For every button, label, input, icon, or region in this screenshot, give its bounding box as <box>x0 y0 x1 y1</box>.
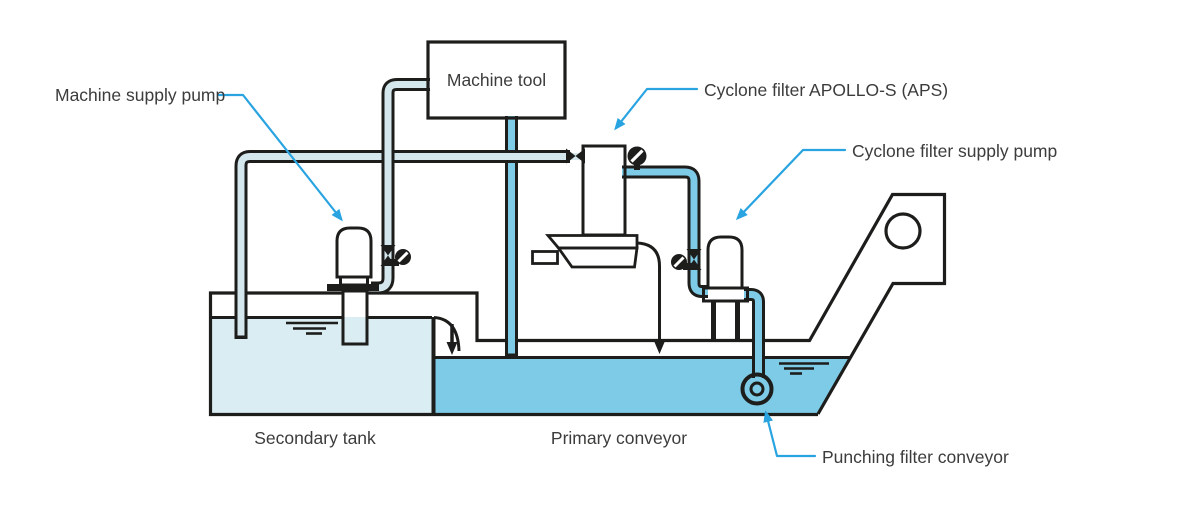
hopper-drain-flow-arrow-icon <box>636 241 665 354</box>
machine-tool-outline <box>426 40 567 120</box>
pipe-cyclone-feed-inner <box>622 168 708 295</box>
primary-conveyor-liquid <box>435 356 850 414</box>
secondary-liquid-fill <box>211 317 432 414</box>
machine-tool-label: Machine tool <box>447 70 546 90</box>
conveyor-incline <box>807 192 947 415</box>
text-labels: Machine supply pump Cyclone filter APOLL… <box>55 80 1057 467</box>
conveyor-incline-outline <box>807 192 947 415</box>
filter-tray <box>544 234 639 250</box>
cyclone-filter-body <box>581 144 627 237</box>
pipe-strainer-inner <box>744 291 762 380</box>
strainer-outer-ring <box>740 372 774 406</box>
strainer-inner-ring <box>749 381 765 397</box>
pipe-clean-inner <box>237 153 579 336</box>
pump-pressure-gauge-icon <box>390 249 411 266</box>
secondary-water-marks <box>286 321 338 335</box>
machine-tool-box: Machine tool <box>426 40 567 120</box>
cyclone-pump-body <box>706 235 744 290</box>
cyclone-filter-unit <box>531 144 639 269</box>
spillway-curve <box>433 316 461 352</box>
pipe-pump-discharge <box>371 78 430 295</box>
pump-body <box>335 226 373 279</box>
filter-tray-liquid <box>555 246 639 269</box>
pipe-clean-coolant <box>234 150 579 339</box>
pump-leg-left <box>711 301 716 342</box>
cyclone-filter-supply-pump <box>702 235 749 342</box>
leader-punching-filter <box>763 410 817 458</box>
primary-conveyor-label: Primary conveyor <box>551 428 687 448</box>
pipe-strainer-suction <box>744 288 765 380</box>
filter-inlet-valve-icon <box>566 148 585 164</box>
pump-leg-right <box>735 301 740 342</box>
leader-cyclone-filter <box>614 87 699 131</box>
sludge-outlet-box <box>531 250 559 265</box>
punching-filter-conveyor-label: Punching filter conveyor <box>822 447 1009 467</box>
leader-cyclone-pump <box>735 148 847 221</box>
pump-base <box>339 275 369 287</box>
pump-intake-tube-wet <box>343 317 367 344</box>
leader-lines <box>216 87 847 458</box>
conveyor-sprocket <box>884 212 922 250</box>
machine-supply-pump-label: Machine supply pump <box>55 85 225 105</box>
pipe-cyclone-feed <box>622 165 709 298</box>
leader-machine-supply-pump <box>216 93 343 222</box>
cyclone-filter-label: Cyclone filter APOLLO-S (APS) <box>704 80 948 100</box>
filter-pressure-gauge-icon <box>627 146 647 170</box>
pump-mount-bar <box>327 284 379 291</box>
pipe-clean-outer <box>234 150 570 339</box>
punching-filter-strainer <box>740 372 774 406</box>
primary-liquid-fill <box>435 358 850 414</box>
cyclone-pump-label: Cyclone filter supply pump <box>852 141 1057 161</box>
primary-water-marks <box>779 362 829 375</box>
cyclone-pump-gauge-icon <box>671 254 692 270</box>
cyclone-pump-base <box>702 286 749 303</box>
pipe-pump-discharge-inner <box>371 81 430 292</box>
machine-supply-pump <box>327 226 379 346</box>
pump-intake-tube-air <box>343 291 367 318</box>
secondary-tank-label: Secondary tank <box>254 428 376 448</box>
